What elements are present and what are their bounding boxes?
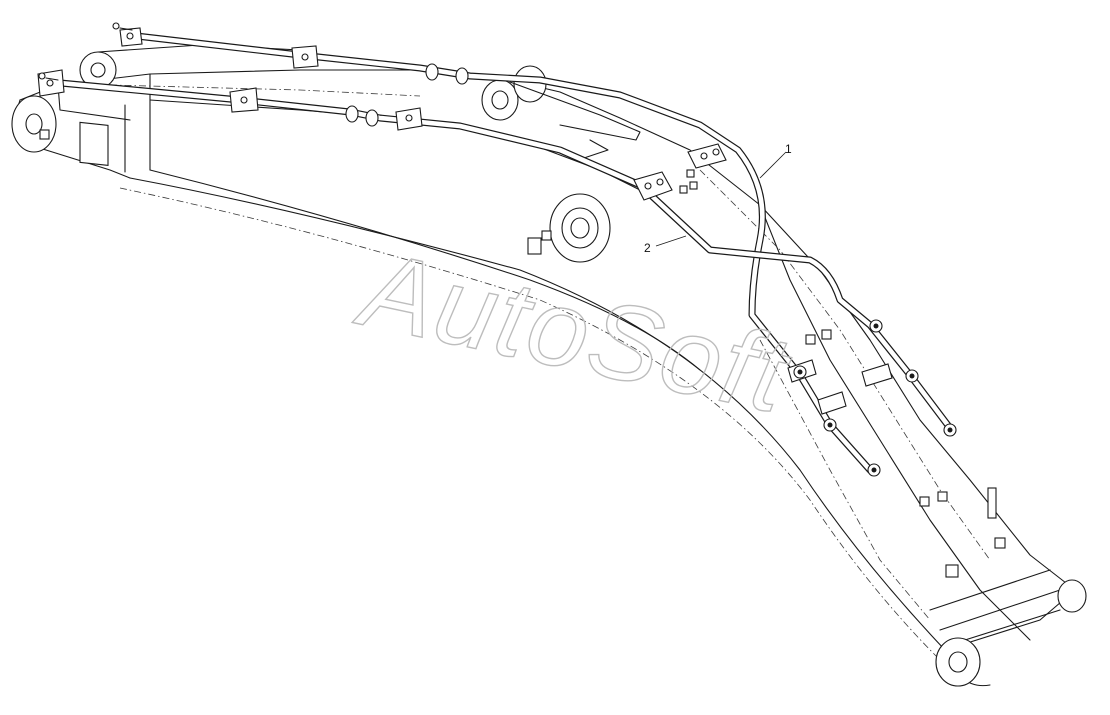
hose-end bbox=[823, 418, 837, 432]
fitting-nut bbox=[345, 105, 379, 127]
callout-2-label: 2 bbox=[644, 241, 651, 255]
clamp bbox=[119, 27, 143, 47]
hose-end bbox=[869, 319, 883, 333]
callout-2: 2 bbox=[644, 235, 687, 255]
clamp bbox=[687, 143, 727, 169]
clamp bbox=[817, 391, 847, 415]
rear-fitting bbox=[38, 72, 59, 81]
pipe-1 bbox=[124, 31, 874, 474]
clamp bbox=[861, 363, 893, 387]
clamp bbox=[291, 45, 319, 69]
fitting-nut bbox=[425, 63, 469, 85]
hose-end bbox=[905, 369, 919, 383]
rear-fitting bbox=[112, 22, 133, 31]
pipe-clamps bbox=[37, 22, 957, 477]
hose-end bbox=[793, 365, 807, 379]
clamp bbox=[633, 171, 673, 201]
callout-1-label: 1 bbox=[785, 142, 792, 156]
hose-end bbox=[867, 463, 881, 477]
clamp bbox=[229, 87, 259, 113]
clamp bbox=[395, 107, 423, 131]
hose-end bbox=[943, 423, 957, 437]
callout-1: 1 bbox=[759, 142, 792, 179]
